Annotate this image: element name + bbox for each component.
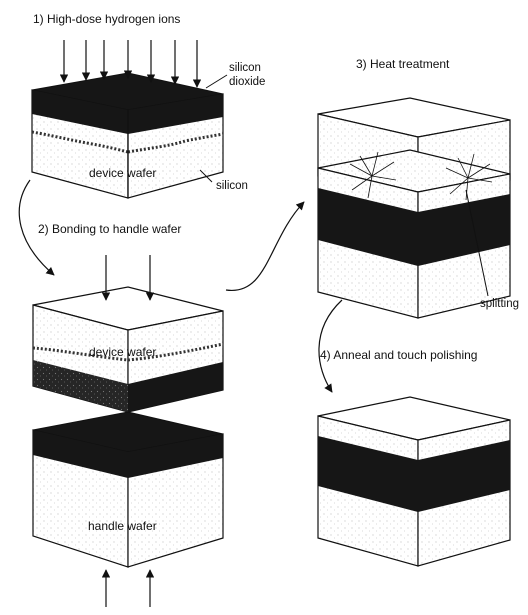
silicon-label: silicon (216, 180, 248, 192)
step3-title: 3) Heat treatment (356, 57, 450, 71)
silicon-leader (199, 169, 213, 183)
silicon-dioxide-label-line2: dioxide (229, 76, 266, 88)
handle-wafer-label: handle wafer (88, 519, 157, 533)
step3-splitting-bursts (349, 151, 493, 201)
splitting-label: splitting (480, 298, 519, 310)
arrow-step3-to-step4 (318, 299, 343, 393)
step3-oxide-left (318, 188, 418, 266)
step4-oxide-right (418, 440, 510, 512)
step2-device-oxide-left (33, 360, 128, 412)
silicon-dioxide-leader (205, 74, 228, 89)
arrow-step1-to-step2 (18, 179, 55, 276)
device-wafer-label-step1: device wafer (89, 166, 157, 180)
step2-handle-wafer (32, 411, 224, 568)
step1-hydrogen-layer-left (31, 130, 129, 154)
step1-oxide-right-band (128, 94, 223, 134)
step2-handle-oxide-right (128, 434, 223, 478)
step2-device-oxide-right (128, 362, 223, 412)
step1-wafer-block (31, 72, 224, 199)
step2-title: 2) Bonding to handle wafer (38, 222, 182, 236)
step2-hydrogen-right (127, 342, 224, 362)
arrow-step2-to-step3 (225, 201, 305, 291)
step2-hydrogen-left (32, 346, 129, 362)
step2-device-wafer (32, 286, 224, 413)
step4-final-soi-block (317, 396, 511, 567)
splitting-leader (465, 189, 489, 297)
step4-title: 4) Anneal and touch polishing (320, 348, 478, 362)
step3-oxide-right (418, 194, 510, 266)
step1-oxide-left-band (32, 90, 128, 134)
step2-handle-oxide-left (33, 430, 128, 478)
step2-press-arrows (101, 255, 155, 607)
step1-title: 1) High-dose hydrogen ions (33, 12, 181, 26)
step4-oxide-left (318, 436, 418, 512)
step1-ion-arrows (59, 40, 202, 88)
step3-bottom-stack (317, 149, 511, 319)
silicon-dioxide-label-line1: silicon (229, 62, 261, 74)
device-wafer-label-step2: device wafer (89, 345, 157, 359)
